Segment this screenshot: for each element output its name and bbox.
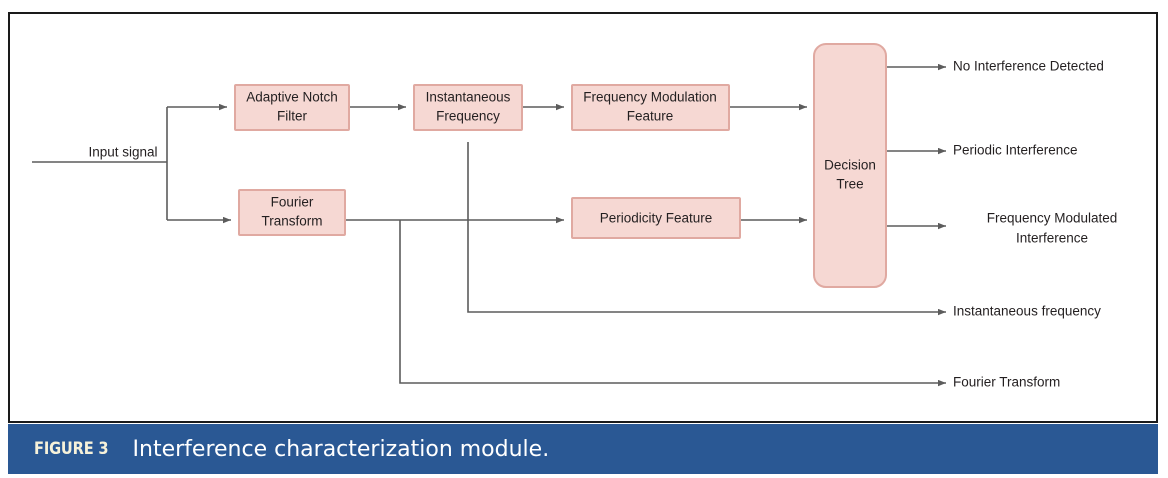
node-fourier-transform-line1: Fourier [271,195,314,210]
figure-caption-text: Interference characterization module. [132,436,550,462]
node-frequency-modulation-feature[interactable]: Frequency Modulation Feature [571,84,730,131]
node-decision-tree[interactable]: Decision Tree [813,43,887,288]
node-instantaneous-frequency[interactable]: Instantaneous Frequency [413,84,523,131]
connector-ft-to-output [399,220,946,387]
figure-number-label: FIGURE 3 [34,439,109,459]
output-label-no-interference-detected: No Interference Detected [953,59,1104,74]
output-label-instantaneous-frequency: Instantaneous frequency [953,304,1101,319]
node-decision-tree-line1: Decision [824,158,876,173]
node-fourier-transform[interactable]: Fourier Transform [238,189,346,236]
connector-instfreq-to-output [467,142,946,316]
node-adaptive-notch-filter-line1: Adaptive Notch [246,90,338,105]
flowchart-svg: Adaptive Notch Filter Instantaneous Freq… [32,43,1118,390]
output-label-fm-interference-line2: Interference [1016,231,1088,246]
input-signal-label: Input signal [88,145,157,160]
diagram-panel: Adaptive Notch Filter Instantaneous Freq… [8,12,1158,423]
node-fourier-transform-line2: Transform [261,214,322,229]
figure-caption-bar: FIGURE 3 Interference characterization m… [8,424,1158,474]
node-instantaneous-frequency-line1: Instantaneous [426,90,511,105]
node-adaptive-notch-filter-line2: Filter [277,109,308,124]
node-instantaneous-frequency-line2: Frequency [436,109,500,124]
node-frequency-modulation-feature-line1: Frequency Modulation [583,90,717,105]
node-decision-tree-line2: Tree [836,177,863,192]
output-label-frequency-modulated-interference: Frequency Modulated Interference [987,211,1118,246]
node-periodicity-feature[interactable]: Periodicity Feature [571,197,741,239]
output-label-fm-interference-line1: Frequency Modulated [987,211,1118,226]
output-label-fourier-transform: Fourier Transform [953,375,1060,390]
node-periodicity-feature-line1: Periodicity Feature [600,211,713,226]
node-adaptive-notch-filter[interactable]: Adaptive Notch Filter [234,84,350,131]
node-frequency-modulation-feature-line2: Feature [627,109,674,124]
output-label-periodic-interference: Periodic Interference [953,143,1078,158]
